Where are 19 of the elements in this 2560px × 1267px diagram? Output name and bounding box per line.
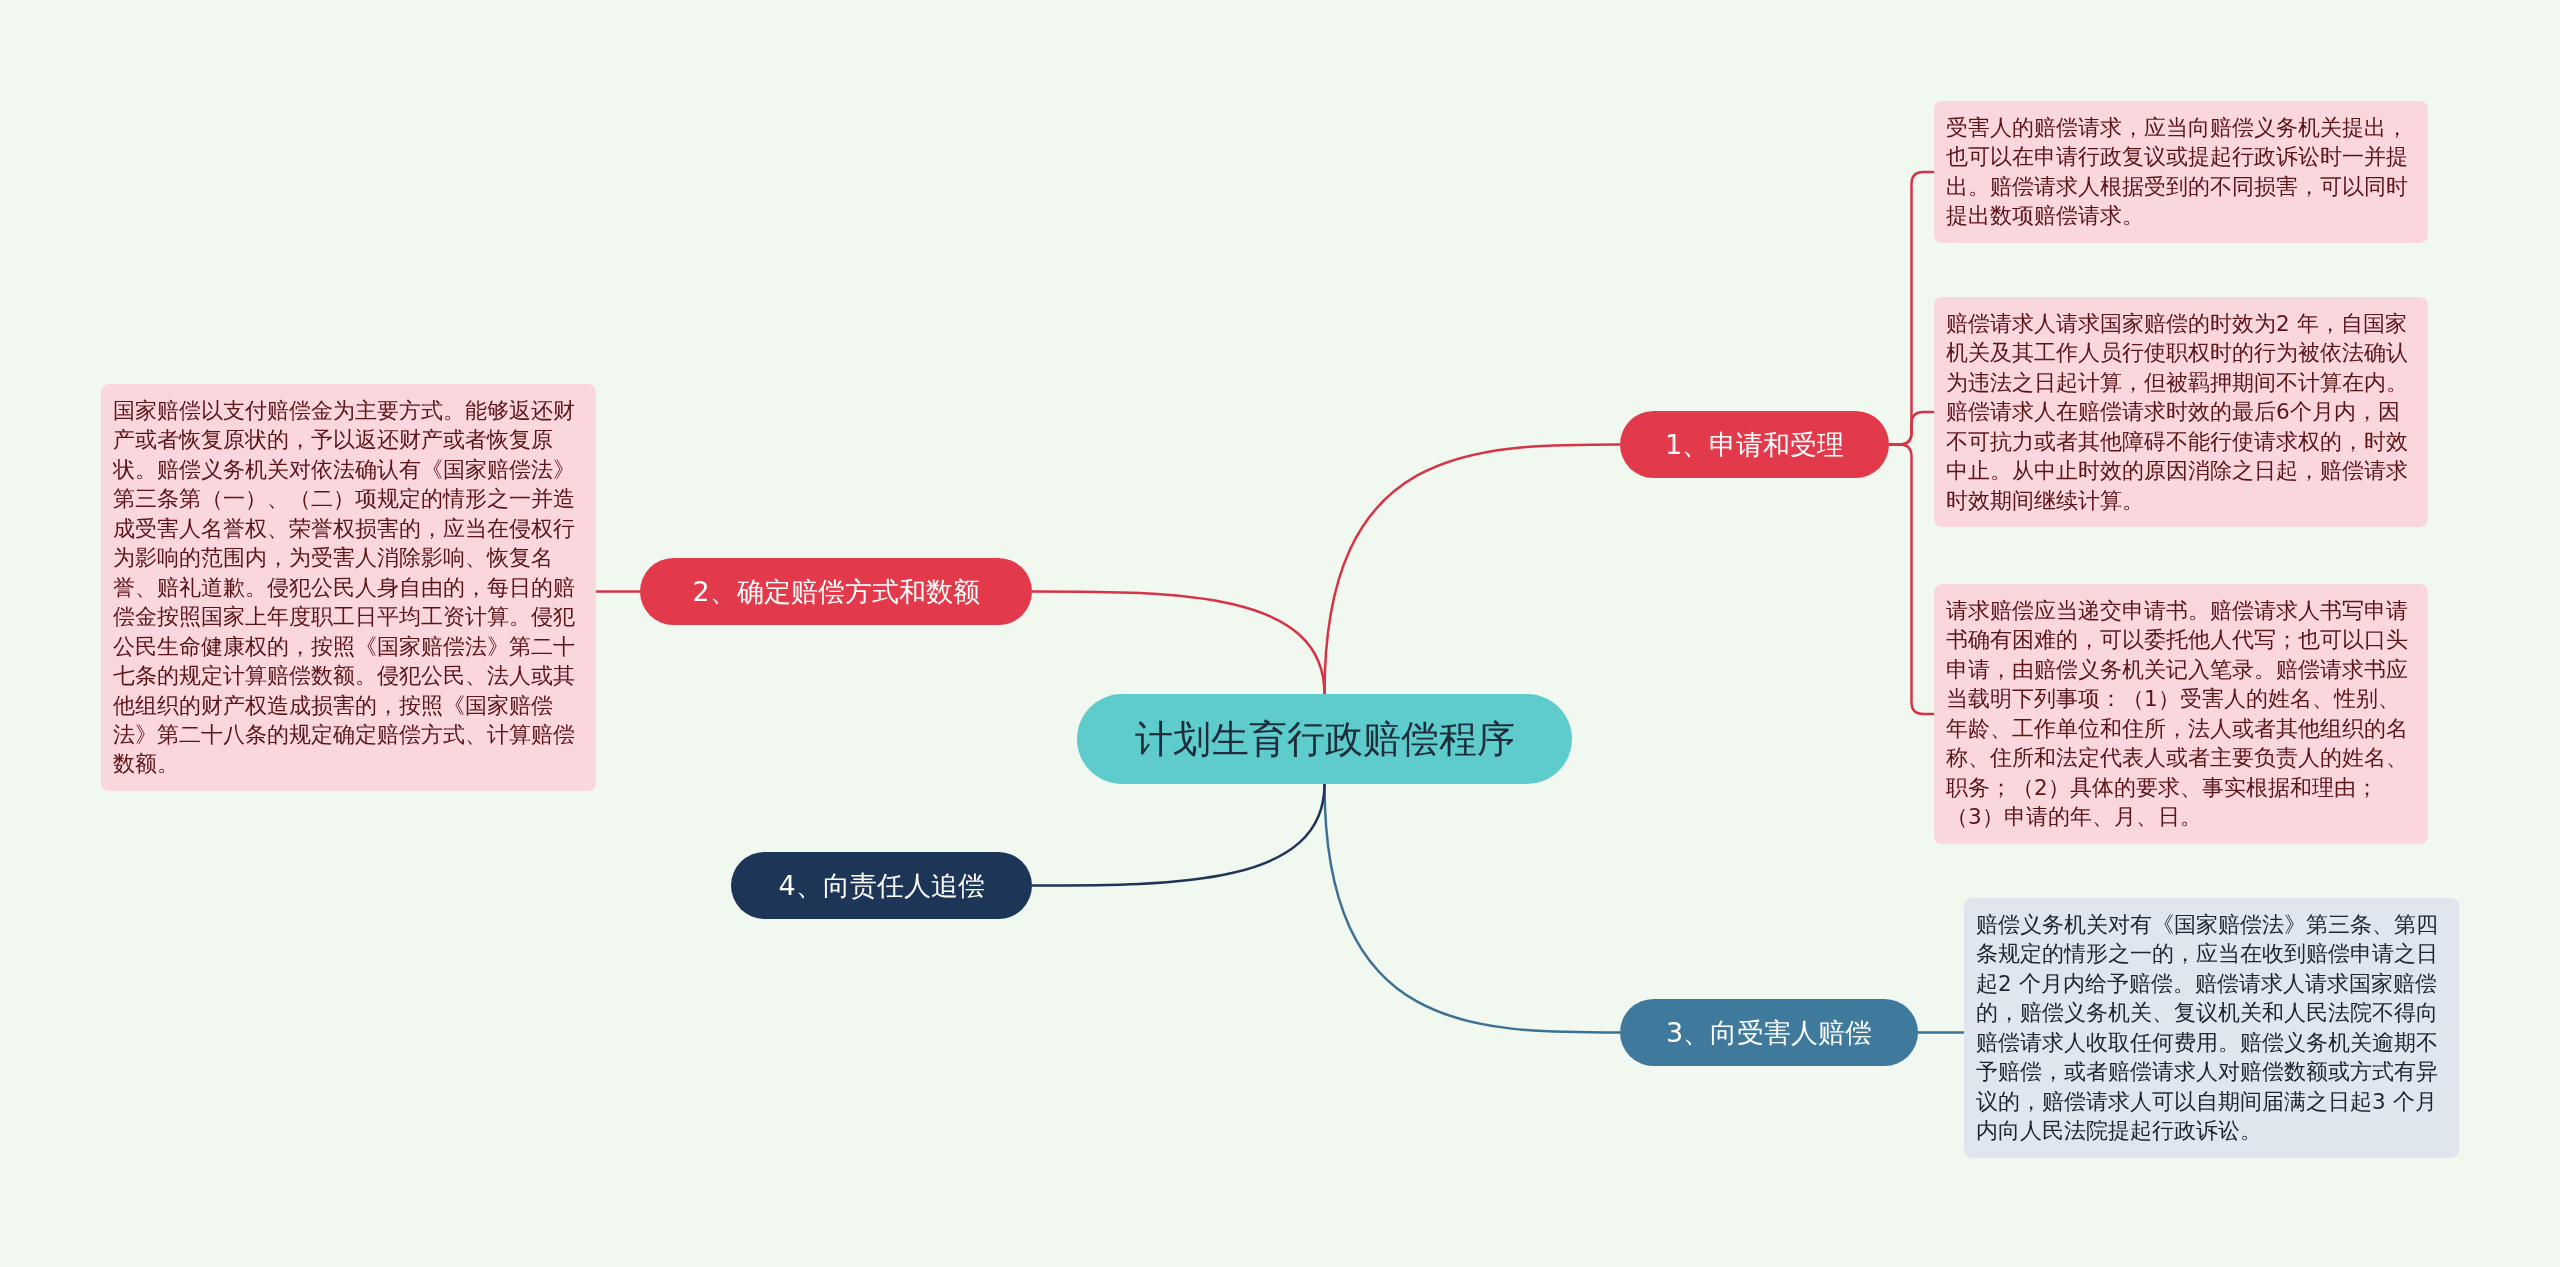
connector-line	[1032, 590, 1326, 695]
topic-label: 计划生育行政赔偿程序	[1134, 715, 1515, 763]
topic-label: 4、向责任人追偿	[778, 868, 985, 903]
note-text: 赔偿请求人请求国家赔偿的时效为2 年，自国家机关及其工作人员行使职权时的行为被依法确认为违法之日起计算，但被羁押期间不计算在内。赔偿请求人在赔偿请求时效的最后6个月内，因不可抗力或者其他障碍不能行使请求权的，时效中止。从中止时效的原因消除之日起，赔偿请求时效期间继续计算。	[1946, 310, 2409, 515]
note-box	[1964, 898, 2459, 1158]
note-text: 国家赔偿以支付赔偿金为主要方式。能够返还财产或者恢复原状的，予以返还财产或者恢复原状。赔偿义务机关对依法确认有《国家赔偿法》第三条第（一）、（二）项规定的情形之一并造成受害人名誉权、荣誉权损害的，应当在侵权行为影响的范围内，为受害人消除影响、恢复名誉、赔礼道歉。侵犯公民人身自由的，每日的赔偿金按照国家上年度职工日平均工资计算。侵犯公民生命健康权的，按照《国家赔偿法》第二十七条的规定计算赔偿数额。侵犯公民、法人或其他组织的财产权造成损害的，按照《国家赔偿法》第二十八条的规定确定赔偿方式、计算赔偿数额。	[113, 397, 576, 779]
connector-line	[596, 590, 640, 593]
note-box	[1934, 297, 2428, 528]
connector-line	[1918, 1031, 1964, 1034]
note-box	[1934, 101, 2428, 243]
connector-line	[1032, 783, 1326, 887]
topic-label: 1、申请和受理	[1664, 427, 1845, 462]
connector-line	[1889, 443, 1934, 716]
topic-label: 3、向受害人赔偿	[1665, 1015, 1873, 1050]
note-text: 赔偿义务机关对有《国家赔偿法》第三条、第四条规定的情形之一的，应当在收到赔偿申请之日起2 个月内给予赔偿。赔偿请求人请求国家赔偿的，赔偿义务机关、复议机关和人民法院不得向赔偿请求人收取任何费用。赔偿义务机关逾期不予赔偿，或者赔偿请求人对赔偿数额或方式有异议的，赔偿请求人可以自期间届满之日起3 个月内向人民法院提起行政诉讼。	[1976, 911, 2439, 1146]
note-box	[1934, 584, 2428, 844]
note-text: 受害人的赔偿请求，应当向赔偿义务机关提出，也可以在申请行政复议或提起行政诉讼时一并提出。赔偿请求人根据受到的不同损害，可以同时提出数项赔偿请求。	[1946, 114, 2409, 231]
note-text: 请求赔偿应当递交申请书。赔偿请求人书写申请书确有困难的，可以委托他人代写；也可以口头申请，由赔偿义务机关记入笔录。赔偿请求书应当载明下列事项：（1）受害人的姓名、性别、年龄、工作单位和住所，法人或者其他组织的名称、住所和法定代表人或者主要负责人的姓名、职务；（2）具体的要求、事实根据和理由；（3）申请的年、月、日。	[1946, 597, 2409, 832]
topic-label: 2、确定赔偿方式和数额	[692, 574, 980, 609]
